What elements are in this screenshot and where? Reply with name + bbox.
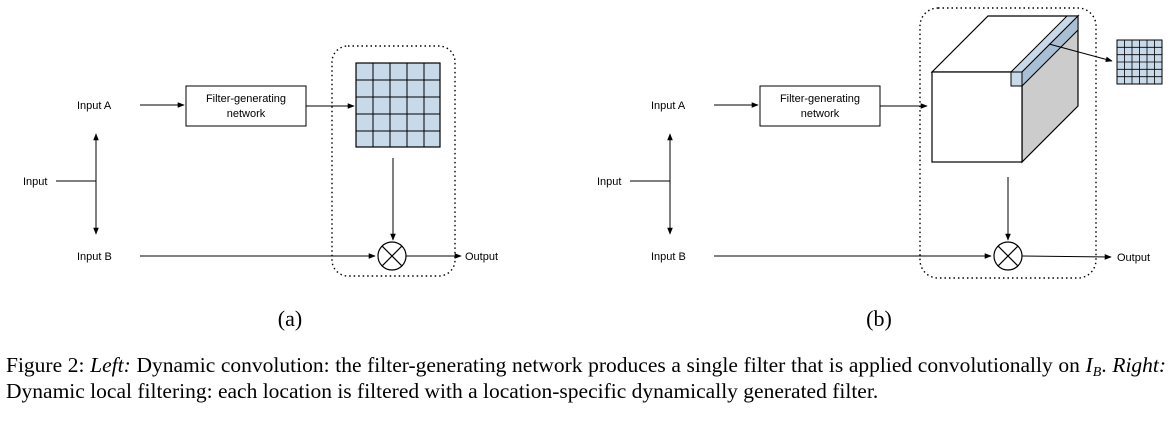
network-label-line2: network	[801, 108, 840, 120]
output-label: Output	[1117, 252, 1150, 264]
caption-left-text: Dynamic convolution: the filter-generati…	[136, 353, 1080, 377]
dynamic-filter-region	[919, 7, 1097, 279]
location-filter-slab	[1009, 14, 1080, 88]
filter-volume-cube	[930, 14, 1080, 164]
multiply-operator-icon	[993, 241, 1023, 271]
caption-right-label: Right:	[1112, 353, 1167, 377]
dynamic-filter-region	[331, 45, 456, 277]
input-a-label: Input A	[77, 100, 112, 112]
math-base: I	[1085, 353, 1093, 377]
caption-period: .	[1101, 353, 1107, 377]
output-label: Output	[465, 251, 498, 263]
network-label-line2: network	[227, 108, 266, 120]
network-label-line1: Filter-generating	[780, 93, 860, 105]
network-label-line1: Filter-generating	[206, 93, 286, 105]
multiply-operator-icon	[377, 241, 407, 271]
arrow-to-output	[1021, 254, 1112, 260]
input-a-label: Input A	[651, 100, 686, 112]
panel-b-sublabel: (b)	[866, 306, 892, 331]
panel-a-sublabel: (a)	[278, 306, 302, 331]
figure-caption: Figure 2: Left: Dynamic convolution: the…	[6, 352, 1166, 404]
caption-left-label: Left:	[90, 353, 131, 377]
math-i-b: IB	[1085, 353, 1102, 380]
input-b-label: Input B	[651, 251, 686, 263]
figure-label: Figure 2:	[6, 353, 85, 377]
input-b-label: Input B	[77, 251, 112, 263]
generated-filter-grid	[355, 62, 441, 148]
caption-right-text: Dynamic local filtering: each location i…	[6, 379, 879, 403]
panel-b: Input A Input B Input Filter-generating …	[597, 7, 1163, 331]
panel-a: Input A Input B Input Filter-generating …	[23, 45, 498, 331]
figure-diagram: Input A Input B Input Filter-generating …	[23, 7, 1163, 331]
math-subscript: B	[1092, 365, 1102, 380]
filter-generating-network-box	[759, 85, 881, 127]
input-label: Input	[23, 176, 47, 188]
filter-generating-network-box	[185, 85, 307, 127]
input-label: Input	[597, 176, 621, 188]
arrow-slab-to-filter	[1048, 43, 1113, 63]
local-filter-grid	[1116, 39, 1163, 85]
